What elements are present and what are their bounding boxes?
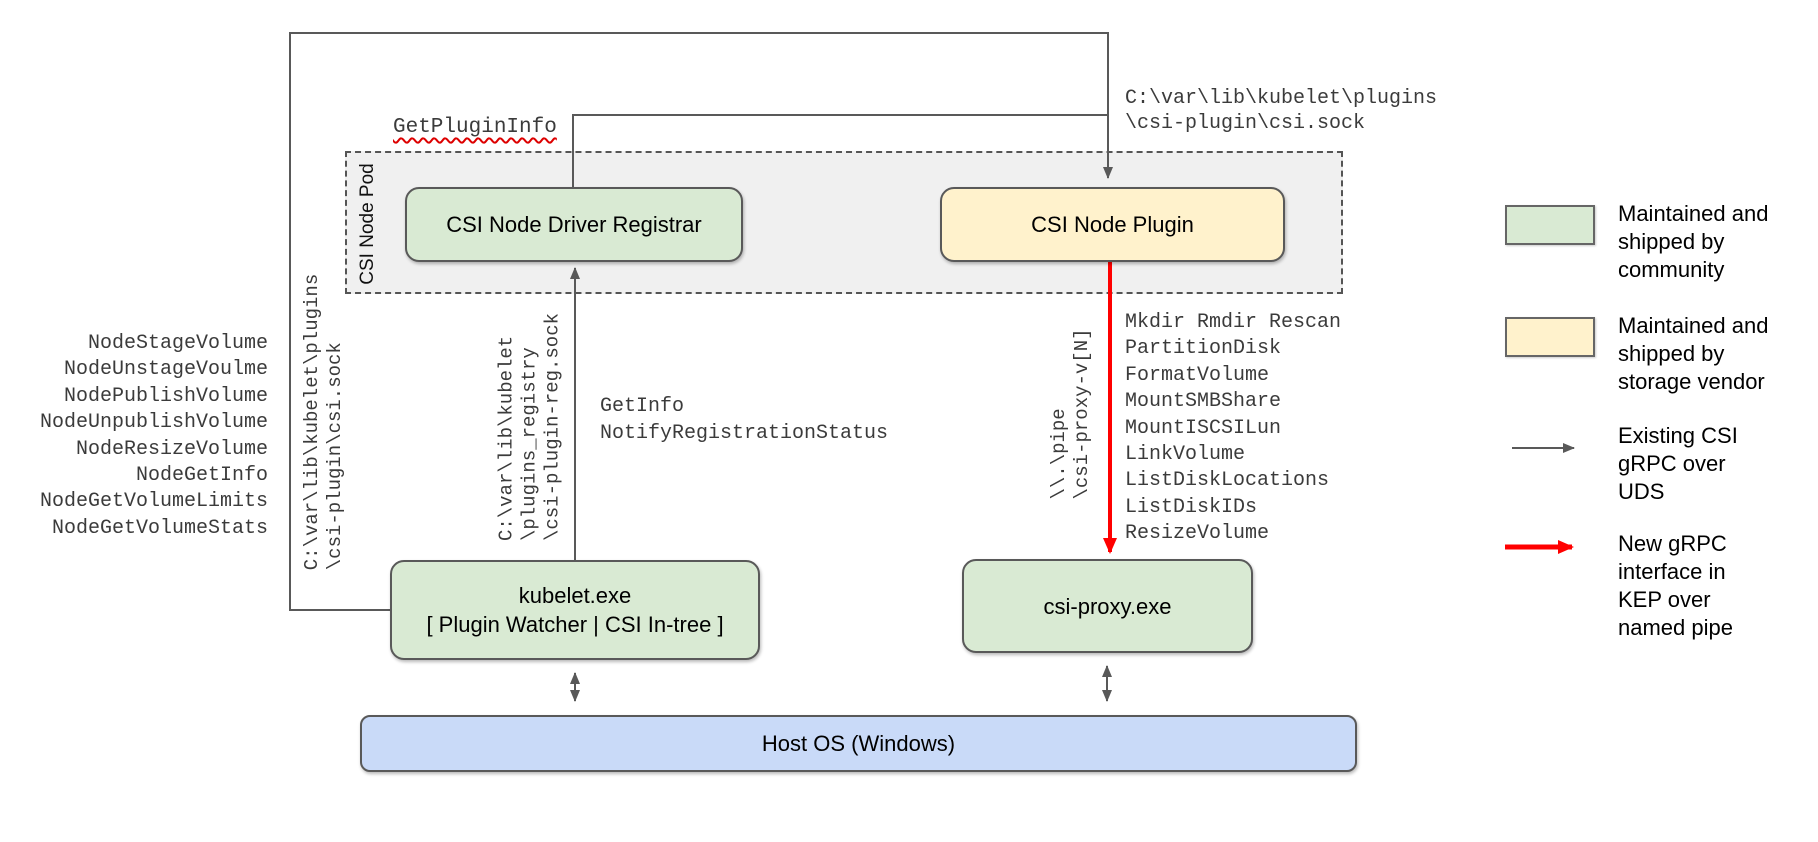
legend-community-label: Maintained and shipped by community <box>1618 201 1769 282</box>
legend-community-swatch <box>1505 205 1595 245</box>
csi-sock-path-label-vertical: C:\var\lib\kubelet\plugins \csi-plugin\c… <box>301 273 346 571</box>
csi-proxy-box: csi-proxy.exe <box>962 559 1253 653</box>
csi-node-plugin-box: CSI Node Plugin <box>940 187 1285 262</box>
plugin-registry-sock-path-label-vertical: C:\var\lib\kubelet \plugins_registry \cs… <box>495 312 564 542</box>
registration-call-list: GetInfo NotifyRegistrationStatus <box>600 395 889 445</box>
node-rpc-call-list: NodeStageVolume NodeUnstageVoulme NodePu… <box>39 332 268 540</box>
getplugininfo-label: GetPluginInfo <box>393 116 557 139</box>
legend-vendor-label: Maintained and shipped by storage vendor <box>1618 313 1769 394</box>
legend-vendor-swatch <box>1505 317 1595 357</box>
kubelet-box: kubelet.exe [ Plugin Watcher | CSI In-tr… <box>390 560 760 660</box>
csi-sock-path-label-top: C:\var\lib\kubelet\plugins \csi-plugin\c… <box>1125 87 1438 135</box>
host-os-box: Host OS (Windows) <box>360 715 1357 772</box>
csi-node-pod-label: CSI Node Pod <box>357 163 378 285</box>
legend-namedpipe-label: New gRPC interface in KEP over named pip… <box>1618 531 1733 640</box>
csi-proxy-api-call-list: Mkdir Rmdir Rescan PartitionDisk FormatV… <box>1125 311 1342 546</box>
named-pipe-path-label-vertical: \\.\pipe \csi-proxy-v[N] <box>1048 328 1093 500</box>
legend-uds-label: Existing CSI gRPC over UDS <box>1618 423 1738 504</box>
csi-node-driver-registrar-box: CSI Node Driver Registrar <box>405 187 743 262</box>
